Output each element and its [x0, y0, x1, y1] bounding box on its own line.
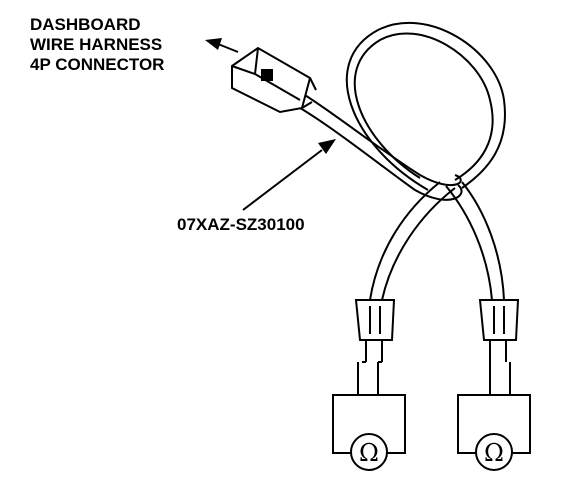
- left-lead-cable: [370, 182, 455, 300]
- tool-leader-arrow: [243, 139, 336, 210]
- connector-label-line-2: WIRE HARNESS: [30, 35, 163, 54]
- harness-4p-connector: [232, 48, 316, 112]
- connector-label-line-1: DASHBOARD: [30, 15, 141, 34]
- left-ohm-symbol: Ω: [359, 439, 379, 467]
- main-cable: [295, 92, 461, 200]
- connector-label-line-3: 4P CONNECTOR: [30, 55, 165, 74]
- cable-loop: [347, 23, 505, 190]
- connector-leader-arrow: [205, 38, 238, 52]
- right-probe-plug: [480, 300, 518, 395]
- tool-number-label: 07XAZ-SZ30100: [177, 215, 305, 234]
- connector-label: DASHBOARD WIRE HARNESS 4P CONNECTOR: [30, 16, 164, 76]
- right-lead-cable: [446, 182, 504, 300]
- left-ohmmeter: [333, 395, 405, 470]
- right-ohmmeter: [458, 395, 530, 470]
- left-probe-plug: [356, 300, 394, 395]
- right-ohm-symbol: Ω: [484, 439, 504, 467]
